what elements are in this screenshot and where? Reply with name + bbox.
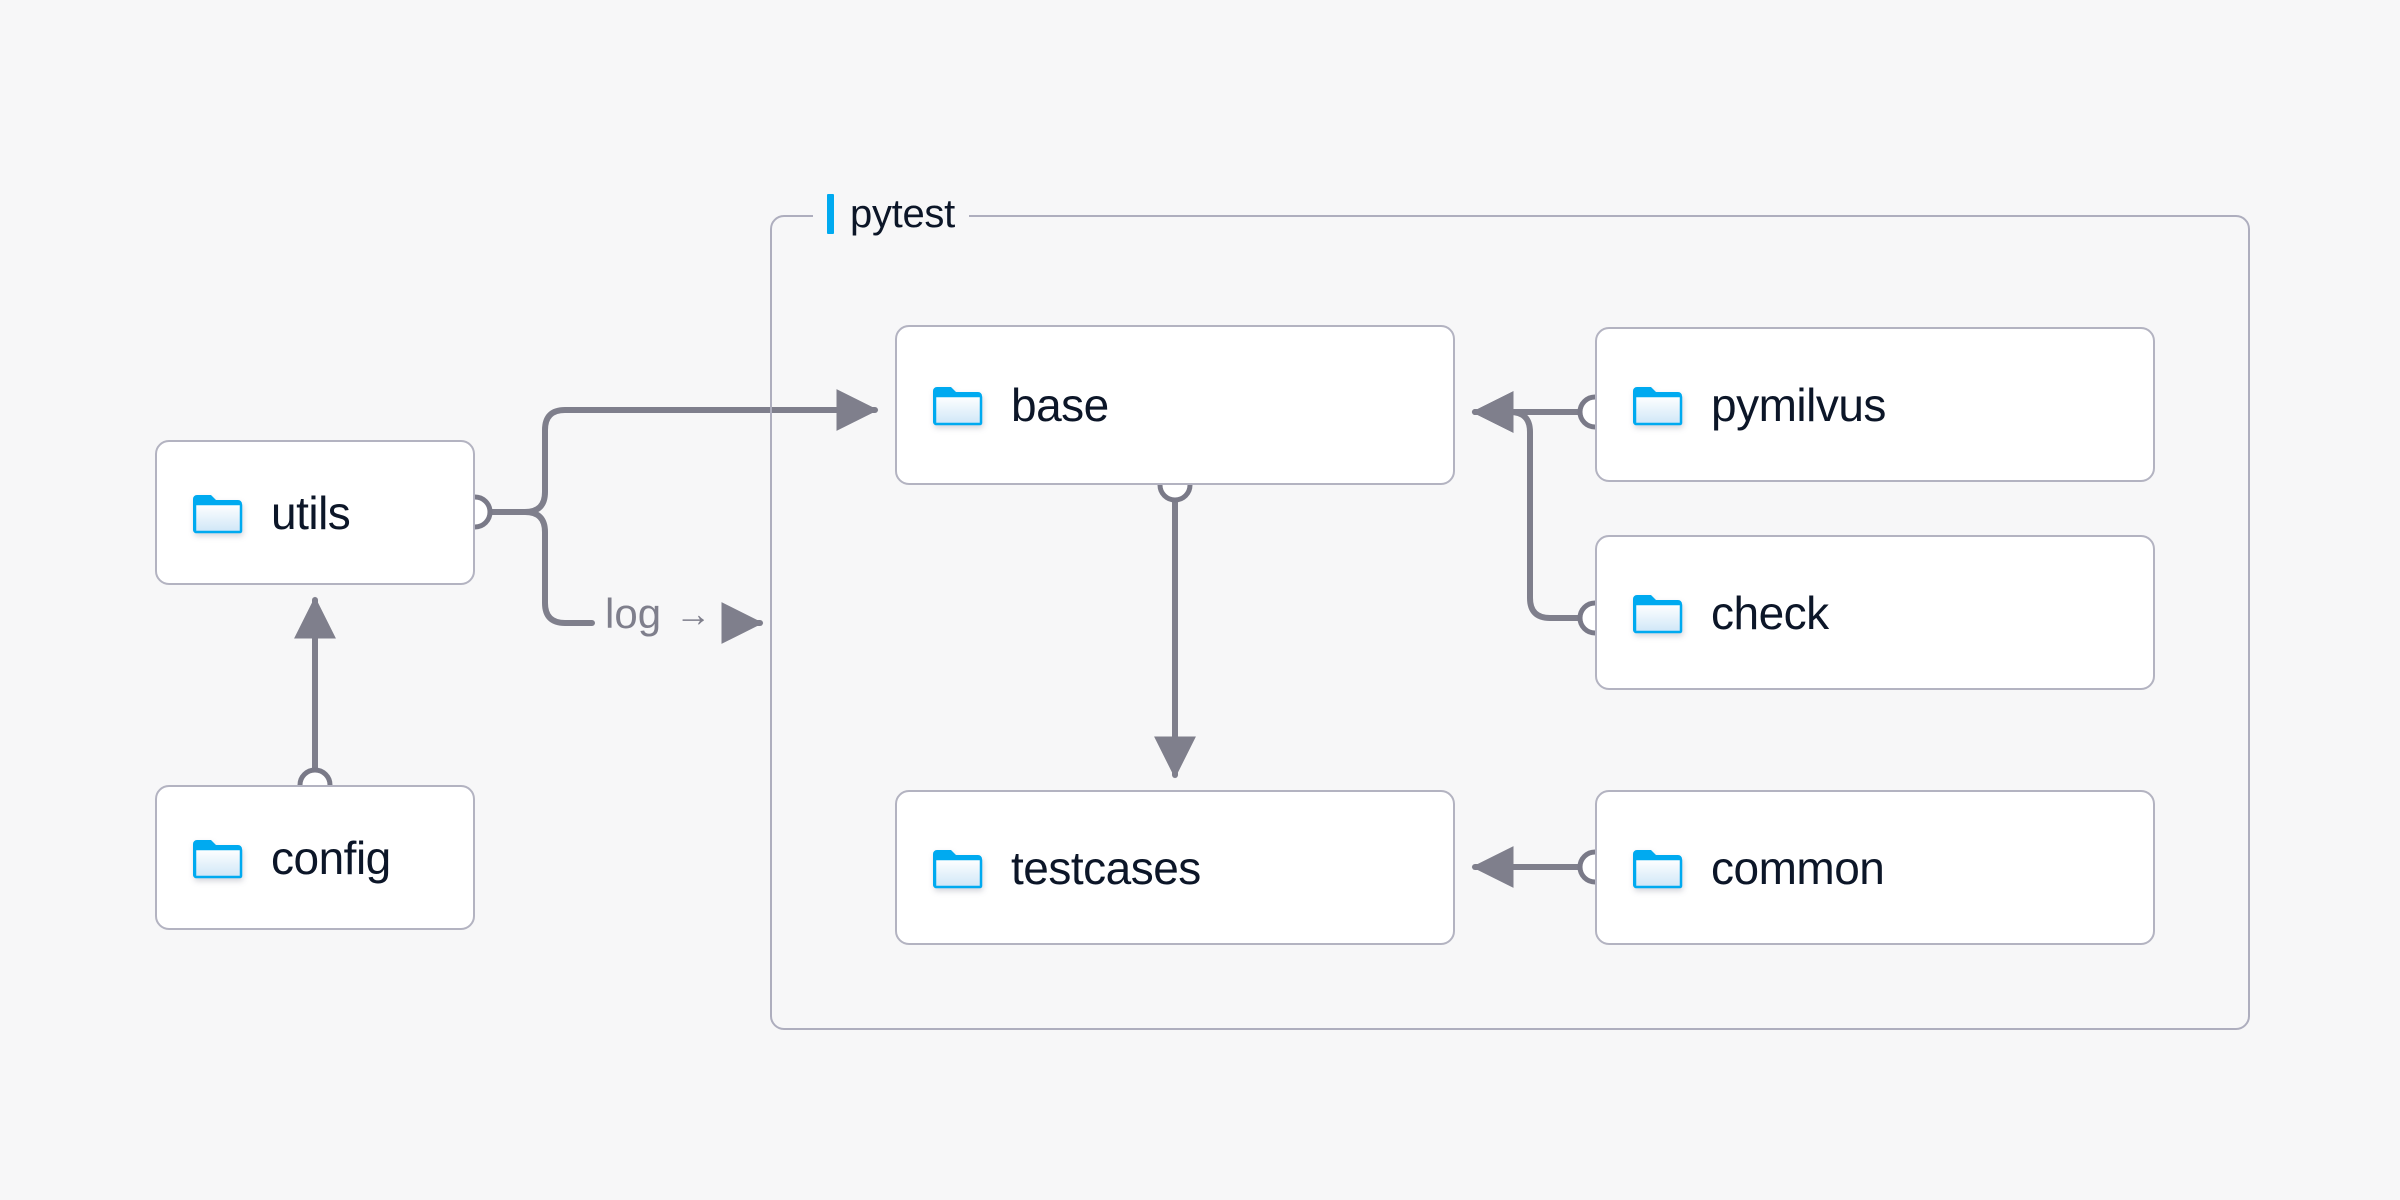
folder-icon: [1633, 849, 1683, 888]
node-testcases[interactable]: testcases: [895, 790, 1455, 945]
node-testcases-label: testcases: [1011, 841, 1201, 894]
folder-icon: [1633, 386, 1683, 425]
arrow-right-icon: →: [675, 593, 712, 634]
folder-icon: [933, 849, 983, 888]
edge-label-log: log →: [605, 590, 711, 638]
node-utils-label: utils: [271, 486, 351, 539]
edge-utils-to-log: [487, 509, 595, 626]
edge-label-log-text: log: [605, 590, 662, 637]
folder-icon: [933, 387, 983, 426]
group-title: pytest: [850, 191, 955, 236]
node-check[interactable]: check: [1595, 535, 2155, 690]
node-utils[interactable]: utils: [155, 440, 475, 585]
folder-icon: [193, 494, 243, 533]
group-pytest-label: pytest: [813, 187, 969, 241]
node-config-label: config: [271, 831, 391, 884]
node-check-label: check: [1711, 586, 1829, 639]
folder-icon: [193, 839, 243, 878]
node-common[interactable]: common: [1595, 790, 2155, 945]
node-pymilvus[interactable]: pymilvus: [1595, 327, 2155, 482]
group-pytest[interactable]: [770, 215, 2250, 1030]
node-config[interactable]: config: [155, 785, 475, 930]
group-accent-bar: [827, 194, 834, 234]
node-common-label: common: [1711, 841, 1885, 894]
folder-icon: [1633, 594, 1683, 633]
node-base-label: base: [1011, 379, 1109, 431]
node-pymilvus-label: pymilvus: [1711, 378, 1886, 431]
node-base[interactable]: base: [895, 325, 1455, 485]
